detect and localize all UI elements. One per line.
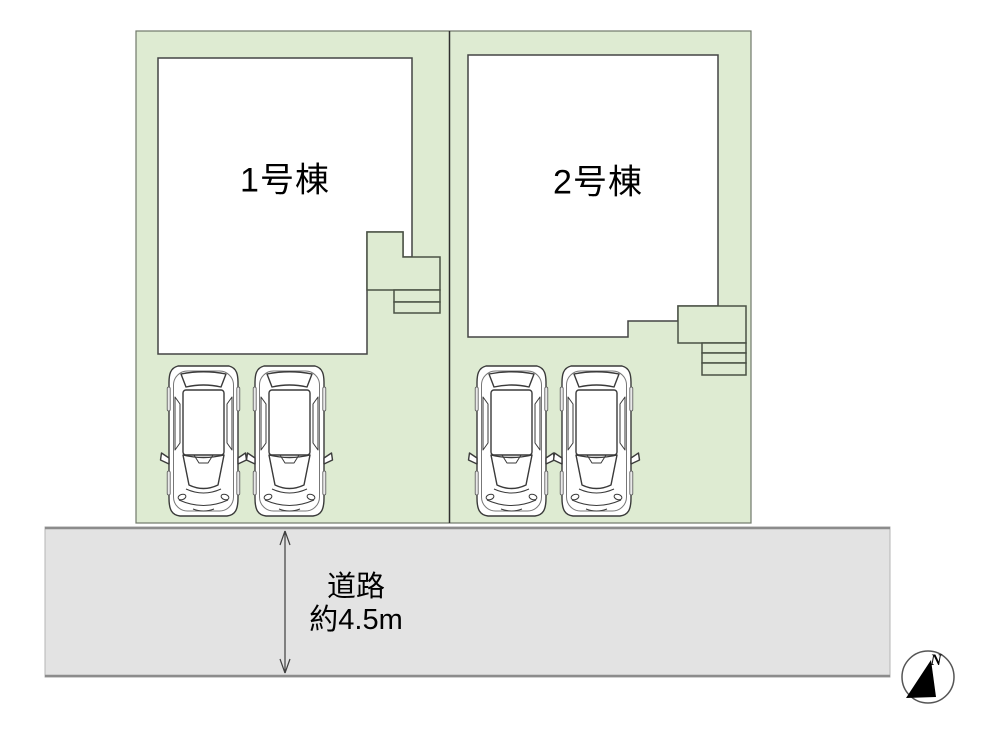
building-1-step [393, 289, 441, 303]
car-top-view-icon [552, 365, 641, 517]
building-2-step [701, 342, 747, 354]
car-top-view-icon [159, 365, 248, 517]
road-name: 道路 [326, 571, 386, 603]
building-1-label: 1号棟 [240, 161, 330, 200]
building-2-porch [677, 305, 747, 376]
compass-north-icon: N [901, 650, 955, 704]
building-1-step [393, 301, 441, 314]
compass-north-label: N [929, 652, 943, 669]
building-1-porch [366, 231, 441, 314]
road-strip [44, 526, 891, 678]
car-top-view-icon [245, 365, 334, 517]
road-width-note: 約4.5m [309, 604, 403, 636]
building-2-step [701, 352, 747, 364]
building-2-label: 2号棟 [553, 163, 643, 202]
road-width-arrow [279, 530, 291, 674]
car-top-view-icon [467, 365, 556, 517]
road-label: 道路 約4.5m [309, 571, 402, 637]
building-2-step [701, 362, 747, 376]
